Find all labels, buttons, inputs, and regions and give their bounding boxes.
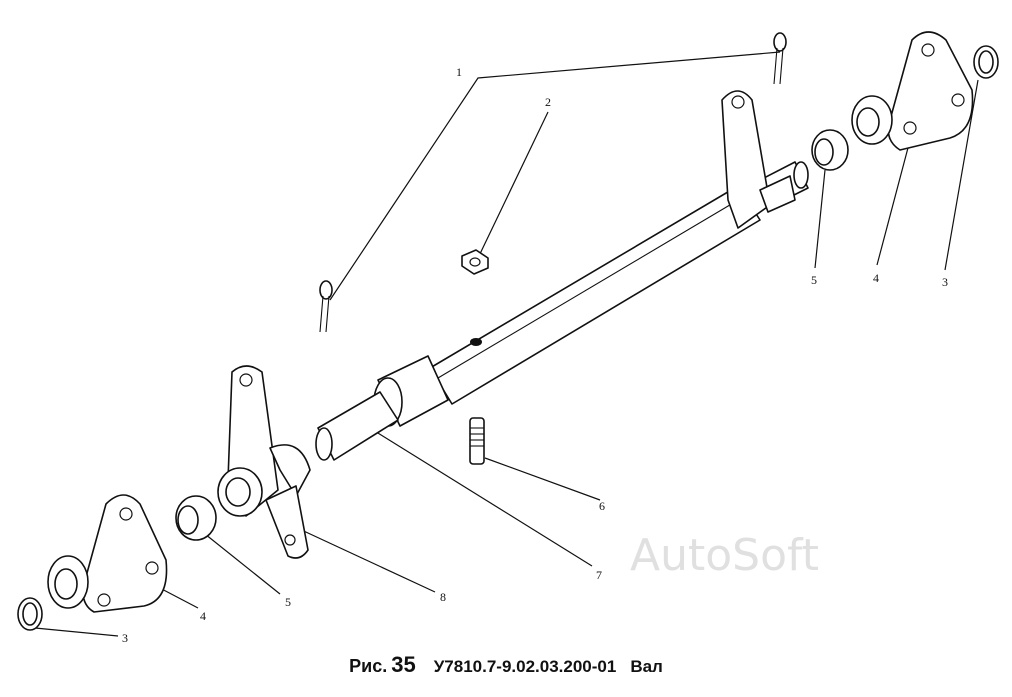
leader-lines: [34, 51, 979, 637]
callout-3-right: 3: [942, 275, 948, 289]
callout-8: 8: [440, 590, 446, 604]
bushing-left: [175, 495, 217, 541]
watermark: AutoSoft: [630, 530, 819, 581]
bearing-housing-left: [47, 494, 168, 613]
callout-5-left: 5: [285, 595, 291, 609]
stud-6: [469, 417, 485, 465]
lever-8: [217, 365, 311, 559]
nut-2: [461, 249, 489, 275]
callout-1: 1: [456, 65, 462, 79]
callout-3-left: 3: [122, 631, 128, 645]
figure-number: 35: [391, 652, 416, 677]
callout-2: 2: [545, 95, 551, 109]
callout-6: 6: [599, 499, 605, 513]
figure-caption: Рис.35 У7810.7-9.02.03.200-01 Вал: [0, 652, 1012, 678]
part-number: У7810.7-9.02.03.200-01: [433, 657, 617, 676]
callout-4-left: 4: [200, 609, 206, 623]
shaft: [315, 161, 809, 461]
part-name: Вал: [630, 657, 663, 676]
ring-right: [973, 45, 999, 79]
bushing-right: [811, 129, 849, 171]
figure-label: Рис.: [349, 656, 388, 676]
bearing-housing-right: [851, 31, 974, 151]
cotter-pin-left: [319, 280, 333, 333]
cotter-pin-top: [773, 32, 787, 85]
ring-left: [17, 597, 43, 631]
callout-4-right: 4: [873, 271, 879, 285]
callout-7: 7: [596, 568, 602, 582]
right-lever: [721, 90, 796, 229]
callout-5-right: 5: [811, 273, 817, 287]
